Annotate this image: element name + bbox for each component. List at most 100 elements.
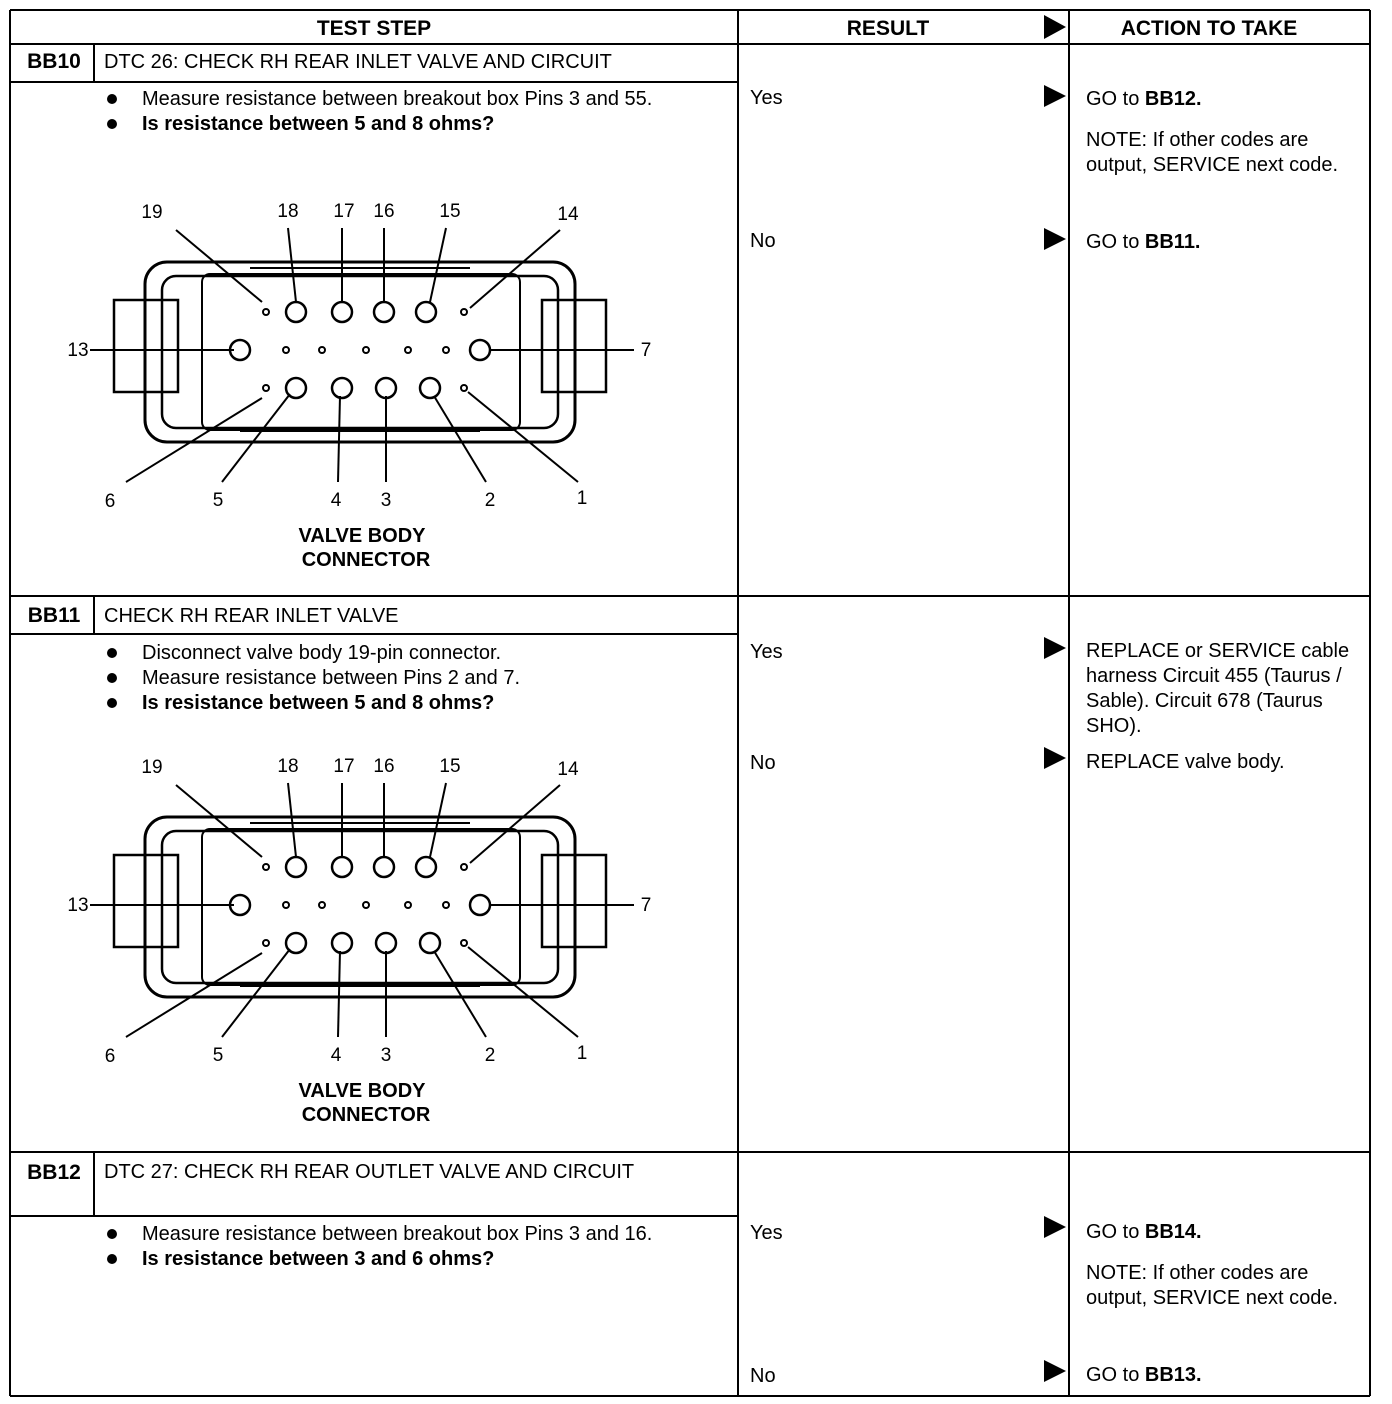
pin-label: 5: [213, 490, 224, 511]
pin-label: 1: [577, 488, 588, 509]
pin-label: 14: [557, 204, 579, 225]
pin-hole-small: [262, 308, 270, 316]
arrow-icon: [1044, 1216, 1066, 1238]
step-title-bb11: CHECK RH REAR INLET VALVE: [104, 605, 399, 627]
pin-hole-small: [460, 863, 468, 871]
diagram-caption: VALVE BODY: [298, 1080, 426, 1102]
pin-label: 7: [641, 340, 652, 361]
connector-latch-right: [540, 853, 608, 949]
pin-hole-small: [404, 901, 412, 909]
pin-hole: [414, 855, 438, 879]
pin-leader-line: [469, 229, 561, 309]
arrow-icon: [1044, 747, 1066, 769]
connector-shell: [143, 815, 577, 999]
pin-hole: [330, 931, 354, 955]
diagram-caption: CONNECTOR: [302, 549, 431, 571]
pin-label: 16: [373, 201, 394, 222]
pin-hole-small: [262, 384, 270, 392]
diagram-caption: CONNECTOR: [302, 1104, 431, 1126]
action-ref: BB11.: [1144, 231, 1201, 253]
pin-leader-line: [287, 782, 297, 858]
result-no-bb11: No: [750, 752, 776, 774]
bullet-item: Is resistance between 5 and 8 ohms?: [104, 691, 724, 716]
pin-hole-small: [262, 939, 270, 947]
result-no-bb10: No: [750, 230, 776, 252]
header-result: RESULT: [846, 17, 930, 40]
pin-hole: [330, 300, 354, 324]
bullet-item: Measure resistance between Pins 2 and 7.: [104, 666, 724, 691]
pin-label: 3: [381, 490, 392, 511]
pin-leader-line: [467, 946, 579, 1038]
connector-inner-shell: [160, 829, 560, 985]
pin-leader-line: [429, 227, 447, 303]
pin-label: 15: [439, 756, 460, 777]
pin-hole-small: [404, 346, 412, 354]
pin-leader-line: [337, 395, 341, 483]
pin-label: 16: [373, 756, 394, 777]
pin-leader-line: [433, 950, 487, 1038]
action-text: GO to: [1086, 1221, 1145, 1243]
pin-hole: [284, 376, 308, 400]
pin-hole: [468, 893, 492, 917]
connector-latch-right: [540, 298, 608, 394]
action-yes-bb12: GO to BB14. NOTE: If other codes are out…: [1086, 1220, 1371, 1311]
pin-leader-line: [337, 950, 341, 1038]
action-yes-bb11: REPLACE or SERVICE cable harness Circuit…: [1086, 640, 1350, 737]
pin-hole-small: [318, 346, 326, 354]
action-text: GO to: [1086, 1364, 1145, 1386]
connector-inner-shell: [160, 274, 560, 430]
bullet-item: Is resistance between 3 and 6 ohms?: [104, 1247, 724, 1272]
pin-leader-line: [175, 229, 263, 303]
step-title-bb12: DTC 27: CHECK RH REAR OUTLET VALVE AND C…: [104, 1161, 635, 1183]
pin-label: 18: [277, 201, 298, 222]
connector-latch-left: [112, 298, 180, 394]
pin-hole: [284, 931, 308, 955]
pin-hole: [372, 855, 396, 879]
action-ref: BB14.: [1144, 1221, 1202, 1243]
action-no-bb11: REPLACE valve body.: [1086, 751, 1285, 773]
action-text: GO to: [1086, 231, 1145, 253]
action-yes-bb10: GO to BB12. NOTE: If other codes are out…: [1086, 87, 1371, 178]
pin-label: 15: [439, 201, 460, 222]
pin-hole: [418, 376, 442, 400]
pin-leader-line: [429, 782, 447, 858]
result-no-bb12: No: [750, 1365, 776, 1387]
pin-leader-line: [467, 391, 579, 483]
pin-label: 2: [485, 1045, 496, 1066]
pin-label: 19: [141, 757, 162, 778]
action-no-bb12: GO to BB13.: [1086, 1363, 1371, 1388]
result-yes-bb12: Yes: [750, 1222, 783, 1244]
arrow-icon: [1044, 228, 1066, 250]
connector-shell: [143, 260, 577, 444]
pin-hole-small: [460, 308, 468, 316]
pin-leader-line: [221, 948, 291, 1038]
pin-label: 13: [67, 895, 88, 916]
action-ref: BB12.: [1144, 88, 1202, 110]
pin-hole-small: [282, 346, 290, 354]
pin-leader-line: [175, 784, 263, 858]
pin-label: 6: [105, 491, 116, 512]
bullet-item: Disconnect valve body 19-pin connector.: [104, 641, 724, 666]
pin-hole-small: [442, 901, 450, 909]
header-test-step: TEST STEP: [316, 17, 432, 40]
pin-label: 18: [277, 756, 298, 777]
pin-hole-small: [460, 384, 468, 392]
pin-hole: [330, 376, 354, 400]
connector-latch-left: [112, 853, 180, 949]
pin-label: 7: [641, 895, 652, 916]
pin-hole: [418, 931, 442, 955]
diagram-caption: VALVE BODY: [298, 525, 426, 547]
pin-label: 2: [485, 490, 496, 511]
pin-leader-line: [433, 395, 487, 483]
arrow-icon: [1044, 85, 1066, 107]
step-bullets-bb12: Measure resistance between breakout box …: [104, 1222, 724, 1272]
pin-label: 14: [557, 759, 579, 780]
pin-hole-small: [362, 901, 370, 909]
action-note: NOTE: If other codes are output, SERVICE…: [1086, 129, 1339, 176]
pin-label: 19: [141, 202, 162, 223]
step-bullets-bb11: Disconnect valve body 19-pin connector. …: [104, 641, 724, 716]
step-id-bb12: BB12: [27, 1161, 81, 1184]
